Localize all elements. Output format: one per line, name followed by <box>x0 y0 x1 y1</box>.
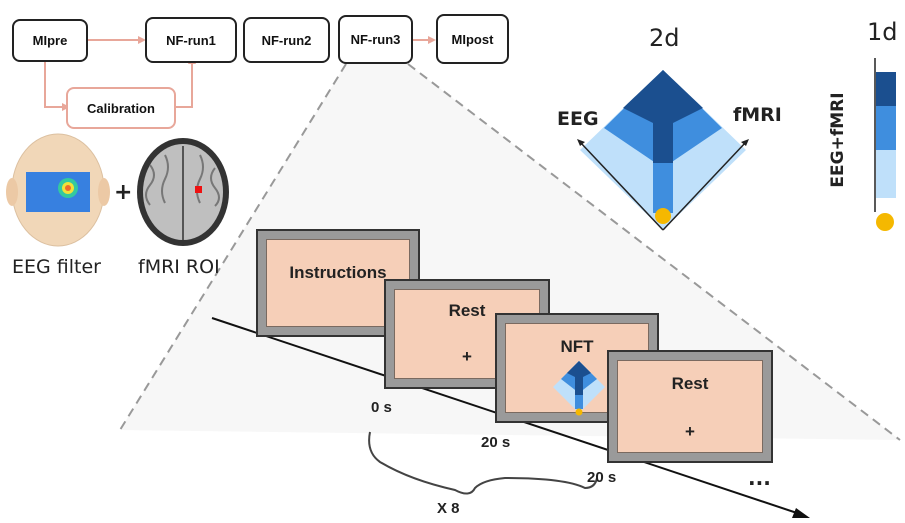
nf-run1-label: NF-run1 <box>166 32 216 48</box>
nf-run3-label: NF-run3 <box>350 32 401 47</box>
ellipsis: ... <box>748 466 771 490</box>
eeg-filter-label: EEG filter <box>12 256 101 278</box>
projection-cone <box>120 64 900 440</box>
mipre-box: MIpre <box>12 19 88 62</box>
nf-run3-box: NF-run3 <box>338 15 413 64</box>
calibration-box: Calibration <box>66 87 176 129</box>
rest-screen-2: Rest + <box>607 350 773 463</box>
time-0s: 0 s <box>371 399 392 416</box>
cone-right-edge <box>407 63 901 441</box>
fmri-axis-label: fMRI <box>733 104 782 126</box>
rest-1-fixation-cross: + <box>462 347 472 366</box>
nf-run1-box: NF-run1 <box>145 17 237 63</box>
nf-run2-label: NF-run2 <box>261 32 312 48</box>
time-20s-a: 20 s <box>481 434 511 451</box>
eeg-fmri-axis-label: EEG+fMRI <box>828 92 848 188</box>
rest-2-fixation-cross: + <box>685 422 695 441</box>
eeg-axis-label: EEG <box>557 108 599 130</box>
feedback-2d-graphic <box>577 70 749 231</box>
feedback-1d-graphic <box>874 58 896 231</box>
calibration-label: Calibration <box>87 100 155 116</box>
arrow-calibration-nfrun1 <box>175 64 193 108</box>
nft-feedback-icon <box>553 361 605 416</box>
cone-left-edge <box>119 63 347 431</box>
mipost-box: MIpost <box>436 14 509 64</box>
nft-label: NFT <box>560 337 594 356</box>
feedback-1d-title: 1d <box>867 18 898 46</box>
eeg-head-image <box>6 133 110 247</box>
repeat-count-label: X 8 <box>437 500 460 517</box>
time-20s-b: 20 s <box>587 469 617 486</box>
mipre-label: MIpre <box>32 33 68 48</box>
fmri-brain-image <box>137 138 229 246</box>
plus-sign: + <box>114 180 133 205</box>
nf-run2-box: NF-run2 <box>243 17 330 63</box>
arrow-mipre-calibration <box>44 62 62 108</box>
feedback-2d-title: 2d <box>649 24 680 52</box>
repeat-brace <box>368 431 598 495</box>
rest-1-label: Rest <box>448 301 486 320</box>
fmri-roi-label: fMRI ROI <box>138 256 220 278</box>
mipost-label: MIpost <box>451 31 494 47</box>
rest-2-label: Rest <box>671 374 709 393</box>
instructions-label: Instructions <box>289 263 387 282</box>
